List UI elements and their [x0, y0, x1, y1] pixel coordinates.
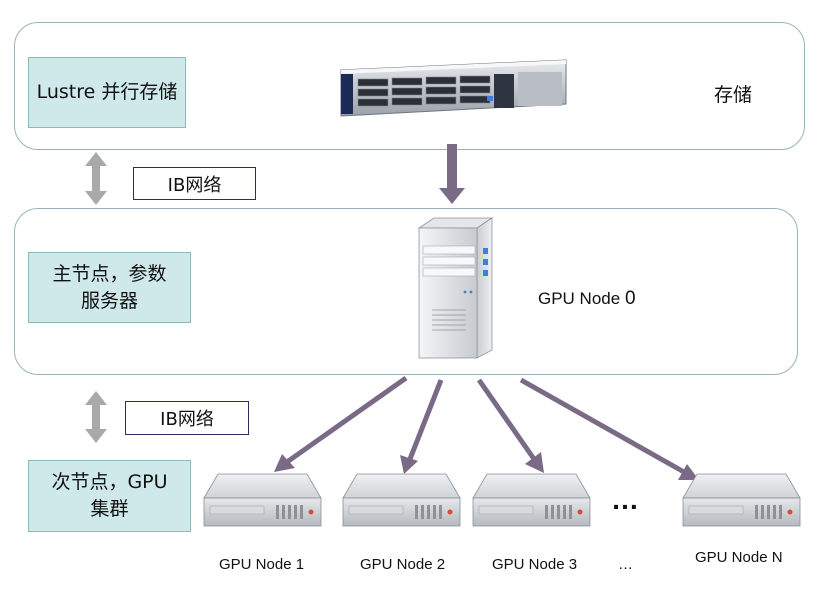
- arrow-storage-to-master: [439, 144, 465, 204]
- arrow-master-to-nodeN: [519, 377, 699, 480]
- bidirectional-arrow-bottom: [85, 391, 107, 443]
- gpu-node-2-icon: [342, 473, 461, 527]
- storage-tier-tag: Lustre 并行存储: [28, 57, 186, 128]
- ib-network-label-top: IB网络: [167, 174, 222, 196]
- arrow-master-to-node1: [274, 375, 408, 472]
- gpu-node-3-icon: [472, 473, 591, 527]
- gpu-node-0-label: GPU Node 0: [538, 288, 636, 310]
- worker-tier-label-line2: 集群: [90, 498, 129, 520]
- gpu-node-n-icon: [682, 473, 801, 527]
- gpu-node-1-icon: [203, 473, 322, 527]
- gpu-node-n-label: GPU Node N: [695, 549, 783, 566]
- worker-tier-tag: 次节点，GPU 集群: [28, 460, 191, 532]
- worker-tier-label-line1: 次节点，GPU: [51, 471, 168, 493]
- storage-label: 存储: [714, 84, 753, 106]
- ellipsis-label: …: [618, 556, 633, 573]
- master-tier-label-line2: 服务器: [80, 289, 138, 312]
- gpu-node-0-label-number: 0: [624, 288, 636, 309]
- arrow-master-to-node2: [400, 379, 444, 474]
- gpu-node-0-label-text: GPU Node: [538, 289, 625, 308]
- ib-network-box-top: IB网络: [133, 167, 256, 200]
- arrow-master-to-node3: [476, 378, 544, 473]
- storage-tier-label: Lustre 并行存储: [36, 81, 178, 103]
- gpu-node-1-label: GPU Node 1: [219, 556, 305, 573]
- storage-server-icon: [340, 59, 567, 117]
- ib-network-box-bottom: IB网络: [125, 401, 249, 435]
- bidirectional-arrow-top: [85, 152, 107, 205]
- gpu-node-2-label: GPU Node 2: [360, 556, 446, 573]
- master-server-icon: [417, 217, 494, 359]
- master-tier-label-line1: 主节点，参数: [52, 262, 167, 285]
- ellipsis-large: …: [611, 484, 641, 515]
- master-tier-tag: 主节点，参数 服务器: [28, 252, 191, 323]
- ib-network-label-bottom: IB网络: [160, 409, 214, 430]
- gpu-node-3-label: GPU Node 3: [492, 556, 578, 573]
